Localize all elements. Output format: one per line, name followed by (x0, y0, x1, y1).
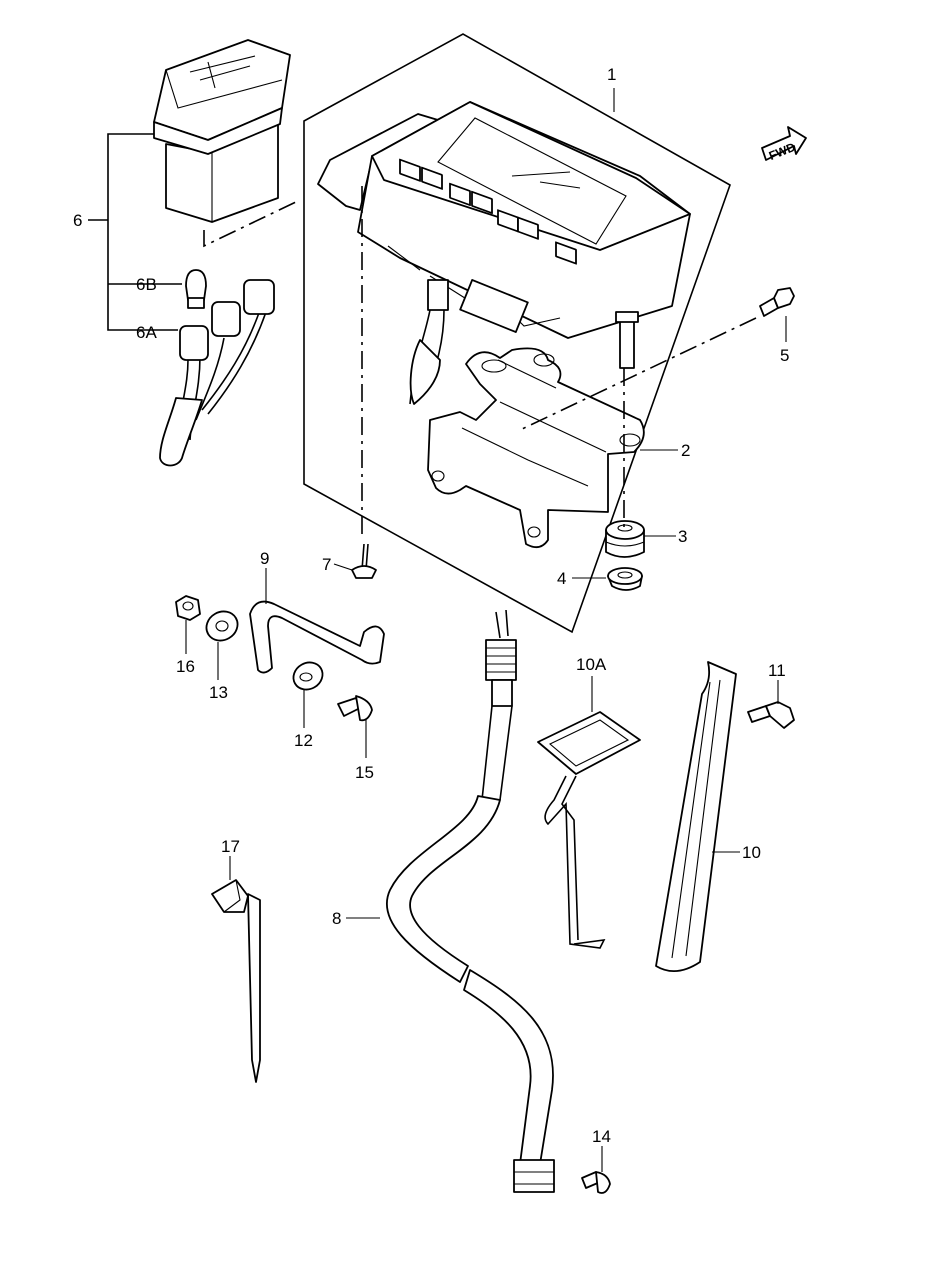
screw-14 (581, 1171, 611, 1194)
nut-16 (175, 595, 201, 621)
callout-6B: 6B (136, 275, 157, 294)
callout-2: 2 (681, 441, 690, 460)
callout-3: 3 (678, 527, 687, 546)
bolt-11 (747, 701, 795, 729)
speedometer-assembly (317, 101, 691, 405)
meter-lamp-cover (153, 39, 291, 223)
bolt-5 (759, 287, 795, 317)
callout-13: 13 (209, 683, 228, 702)
callout-6A: 6A (136, 323, 157, 342)
callout-7: 7 (322, 555, 331, 574)
speedometer-cable (385, 609, 555, 1193)
assembly-boundary (303, 33, 731, 634)
callout-15: 15 (355, 763, 374, 782)
wire-hook (249, 600, 385, 674)
callout-12: 12 (294, 731, 313, 750)
callout-4: 4 (557, 569, 566, 588)
screw-7 (351, 543, 377, 579)
callout-1: 1 (607, 65, 616, 84)
callout-16: 16 (176, 657, 195, 676)
callout-10: 10 (742, 843, 761, 862)
meter-bracket (427, 347, 645, 549)
callout-6: 6 (73, 211, 82, 230)
callout-14: 14 (592, 1127, 611, 1146)
washer-12 (292, 661, 324, 691)
wiring-harness (159, 279, 275, 467)
callout-10A: 10A (576, 655, 607, 674)
callout-11: 11 (768, 661, 786, 680)
washer-13 (205, 610, 239, 642)
clamp (655, 661, 737, 972)
callout-17: 17 (221, 837, 240, 856)
lamp-bulb (185, 269, 207, 309)
cable-tie (211, 879, 261, 1083)
callout-5: 5 (780, 346, 789, 365)
rubber-grommet (605, 520, 645, 558)
collar-nut (607, 567, 643, 591)
fwd-arrow-icon: FWD (761, 126, 807, 163)
callout-8: 8 (332, 909, 341, 928)
leader-7 (333, 563, 353, 571)
cable-holder (537, 711, 641, 949)
callout-9: 9 (260, 549, 269, 568)
screw-15 (337, 695, 373, 722)
